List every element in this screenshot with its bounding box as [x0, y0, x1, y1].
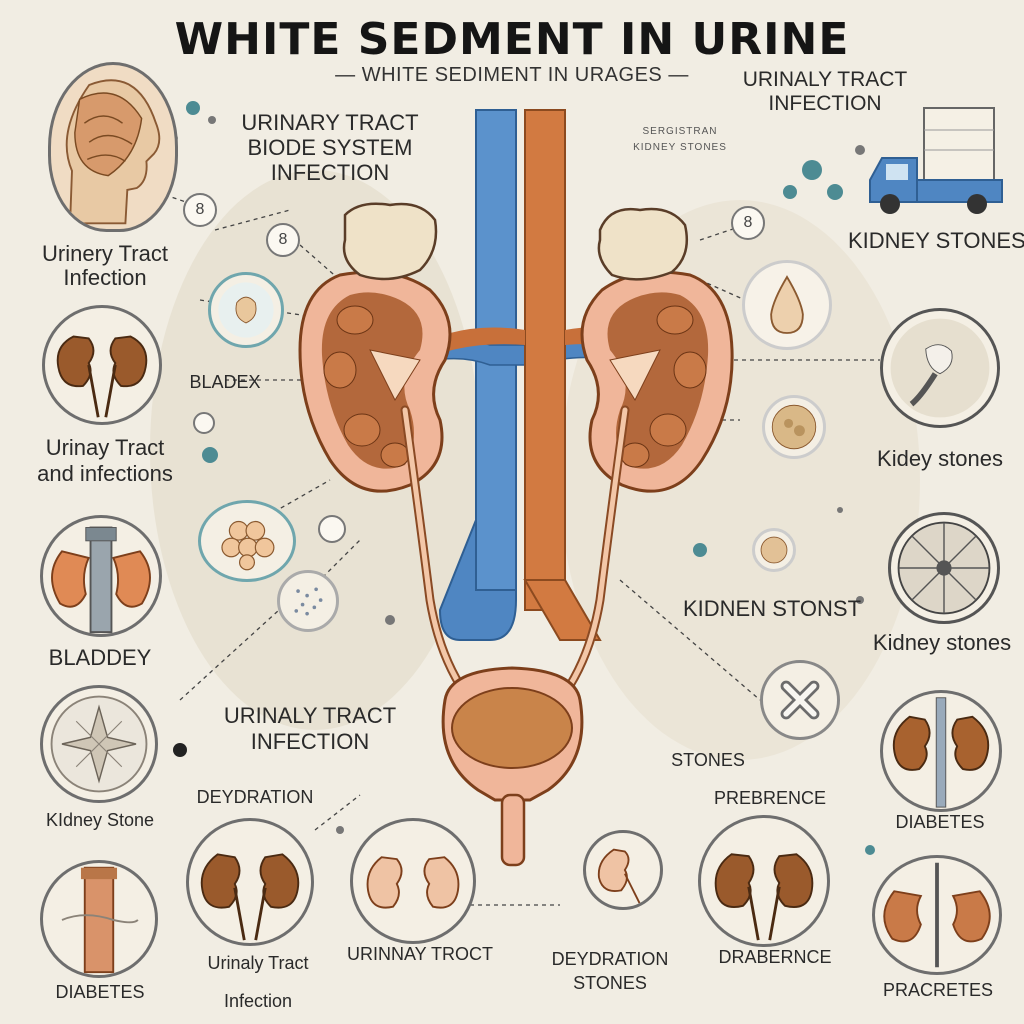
label-deydration: DEYDRATION: [196, 787, 314, 807]
label-urinnay-troct: URINNAY TROCT: [346, 944, 493, 964]
kidney-stone-detail-circle: [880, 308, 1000, 428]
label-diabetes-bottom: DIABETES: [55, 982, 145, 1002]
label-urinary-tract: URINARY TRACT: [241, 110, 419, 135]
marker-bubble-5: [318, 515, 346, 543]
label-kidney-stones-right-3: Kidney stones: [872, 630, 1012, 655]
kidney-pair-icon-b1: [200, 853, 300, 941]
bottom-kidney-circle-3: [583, 830, 663, 910]
tube-icon: [61, 866, 139, 974]
urethra-tube-circle: [40, 860, 158, 978]
sediment-sample-circle-2: [198, 500, 296, 582]
kidney-needle-circle: [872, 855, 1002, 975]
close-icon: [780, 680, 820, 720]
label-kidney-stones-right-2: Kidey stones: [877, 446, 1003, 471]
marker-bubble-3: 8: [731, 206, 765, 240]
label-uti-bottom: Urinaly Tract Infection: [207, 953, 309, 1011]
kidney-needle-icon: [883, 862, 991, 968]
stone-slice-icon: [897, 521, 991, 615]
kidney-pair-icon-b4: [714, 853, 814, 941]
brain-head-icon: [65, 79, 161, 225]
stone-crystal-icon: [50, 695, 148, 793]
crystal-icon: [771, 404, 817, 450]
label-drabernce: DRABERNCE: [718, 947, 832, 967]
label-kidney-stone-left: KIdney Stone: [45, 810, 155, 830]
droplet-circle: [742, 260, 832, 350]
label-uti-center: URINALY TRACT INFECTION: [223, 703, 397, 754]
kidney-cross-section-circle: [40, 515, 162, 637]
left-kidney: [298, 202, 452, 493]
stone-slice-circle: [888, 512, 1000, 624]
label-sergistran: SERGISTRAN: [642, 126, 718, 137]
crystal-closeup-circle: [762, 395, 826, 459]
label-infection-top: INFECTION: [270, 160, 390, 185]
marker-bubble-2: 8: [266, 223, 300, 257]
bottom-kidney-circle-1: [186, 818, 314, 946]
label-kidney-stones-right-1: KIDNEY STONES: [848, 228, 1024, 253]
crystal-cluster-icon: [221, 520, 275, 571]
label-prebrence: PREBRENCE: [713, 788, 827, 808]
microscopic-view-circle: [277, 570, 339, 632]
urine-drop-icon: [770, 275, 804, 334]
sediment-particle-icon: [218, 282, 274, 338]
label-bladdey: BLADDEY: [48, 645, 152, 670]
label-uti-left: Urinery Tract Infection: [42, 241, 168, 290]
microscope-dots-icon: [294, 587, 323, 616]
bladder: [441, 666, 584, 867]
sediment-sample-circle-1: [208, 272, 284, 348]
marker-bubble-1: 8: [183, 193, 217, 227]
marker-bubble-4: [193, 412, 215, 434]
kidney-pair-icon-right: [892, 697, 990, 808]
delivery-truck-icon: [869, 107, 1003, 214]
label-biode-system: BIODE SYSTEM: [247, 135, 413, 160]
stone-icon: [760, 536, 788, 564]
kidney-pair-circle-left: [42, 305, 162, 425]
small-stone-circle: [752, 528, 796, 572]
label-deydration-stones: DEYDRATION STONES: [551, 949, 669, 993]
single-kidney-icon: [597, 848, 641, 904]
label-bladex: BLADEX: [189, 372, 261, 392]
label-uti-infections: Urinay Tract and infections: [37, 435, 173, 486]
label-diabetes-right: DIABETES: [895, 812, 985, 832]
label-kidney-stones-top: KIDNEY STONES: [633, 142, 727, 153]
page-title: WHITE SEDMENT IN URINE: [174, 14, 850, 65]
label-pracretes: PRACRETES: [882, 980, 994, 1000]
label-kidnen-stonst: KIDNEN STONST: [682, 596, 862, 621]
label-stones-center: STONES: [671, 750, 745, 770]
stone-crystal-circle-left: [40, 685, 158, 803]
decorative-dots: [172, 101, 875, 855]
head-illustration-circle: [48, 62, 178, 232]
kidney-pair-icon-b2: [366, 856, 460, 909]
kidney-stone-detail-icon: [890, 318, 990, 418]
kidney-vessel-icon: [51, 526, 151, 634]
page-subtitle: — WHITE SEDIMENT IN URAGES —: [335, 64, 689, 86]
right-kidney: [580, 207, 734, 493]
bottom-kidney-circle-4: [698, 815, 830, 947]
bottom-kidney-circle-2: [350, 818, 476, 944]
kidney-pair-circle-right: [880, 690, 1002, 812]
label-uti-top-right: URINALY TRACT INFECTION: [742, 68, 908, 115]
x-mark-circle: [760, 660, 840, 740]
kidney-pair-icon: [56, 335, 148, 418]
truck-illustration: [862, 100, 1007, 220]
